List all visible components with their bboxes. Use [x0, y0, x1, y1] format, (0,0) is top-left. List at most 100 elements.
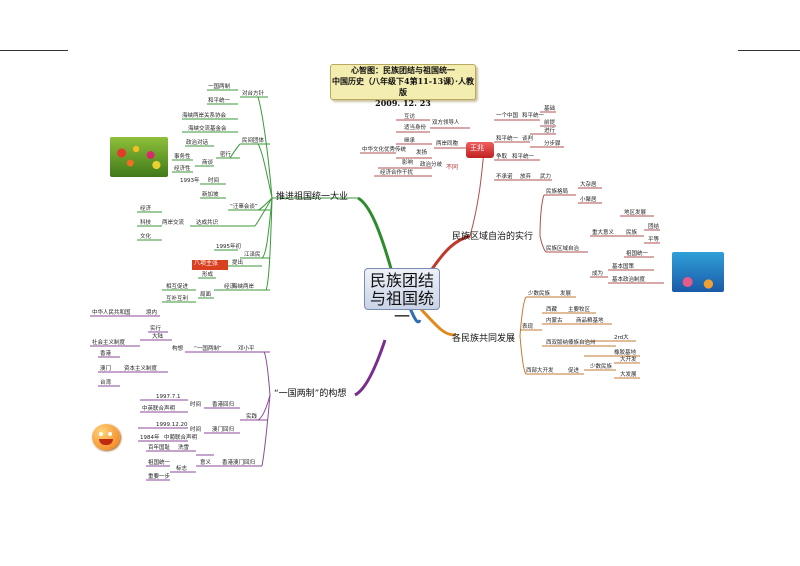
leaf-label: 大杂居	[580, 182, 597, 188]
leaf-label: 实践	[246, 414, 258, 420]
leaf-label: 江泽民	[244, 252, 261, 258]
leaf-label: 局面	[200, 292, 212, 298]
leaf-label: 密行	[220, 152, 232, 158]
leaf-label: 香港	[100, 351, 112, 357]
leaf-label: 提出	[232, 260, 244, 266]
top-right-rule	[738, 50, 800, 51]
leaf-label: 达成共识	[196, 220, 219, 226]
leaf-label: 海峡两岸	[232, 284, 255, 290]
leaf-label: 基本政治制度	[612, 277, 646, 283]
leaf-label: 和平统一	[512, 154, 535, 160]
leaf-label: 大陆	[152, 334, 164, 340]
leaf-label: 中华人民共和国	[92, 310, 131, 316]
leaf-label: 双方领导人	[432, 120, 460, 126]
leaf-label: 一国两制	[208, 84, 231, 90]
leaf-label: 民族区域自治	[546, 246, 580, 252]
leaf-label: 不同	[446, 164, 459, 171]
leaf-label: 标志	[176, 466, 188, 472]
leaf-label: 大开发	[620, 357, 637, 363]
leaf-label: 时间	[190, 402, 202, 408]
leaf-label: “一国两制”	[194, 346, 222, 352]
leaf-label: 中英联合声明	[142, 406, 176, 412]
leaf-label: 社会主义制度	[92, 340, 126, 346]
leaf-label: 王兆	[470, 144, 484, 152]
leaf-label: 和平统一	[496, 136, 519, 142]
leaf-label: 西双版纳傣族自治州	[546, 340, 596, 346]
leaf-label: 八项主张	[194, 260, 219, 267]
title-line-1: 心智图：民族团结与祖国统一	[351, 65, 455, 75]
leaf-label: 互补互利	[166, 296, 189, 302]
leaf-label: 商品粮基地	[576, 318, 604, 324]
leaf-label: 地区发展	[624, 210, 647, 216]
leaf-label: 时间	[208, 178, 220, 184]
leaf-label: 经济	[140, 206, 152, 212]
leaf-label: 基本国策	[612, 264, 635, 270]
title-box: 心智图：民族团结与祖国统一 中国历史（八年级下4第11-13课）·人教版 200…	[330, 64, 476, 108]
leaf-label: 两岸同胞	[436, 141, 459, 147]
leaf-label: 武力	[540, 174, 552, 180]
leaf-label: 澳门回归	[212, 427, 235, 433]
leaf-label: 海峡两岸关系协会	[182, 113, 227, 119]
leaf-label: 成为	[592, 271, 604, 277]
leaf-label: 中华文化	[362, 147, 385, 153]
leaf-label: 继承	[404, 138, 416, 144]
leaf-label: 时间	[190, 427, 202, 433]
leaf-label: 内蒙古	[546, 318, 563, 324]
leaf-label: 影响	[402, 160, 414, 166]
leaf-label: 西部大开发	[526, 368, 554, 374]
leaf-label: 大发展	[620, 372, 637, 378]
leaf-label: 一个中国	[496, 113, 519, 119]
leaf-label: 2rd大	[614, 335, 629, 341]
leaf-label: 少数民族	[590, 364, 613, 370]
leaf-label: 1993年	[180, 178, 200, 184]
leaf-label: 台湾	[100, 380, 112, 386]
leaf-label: 形成	[202, 272, 214, 278]
leaf-label: 意义	[200, 460, 212, 466]
leaf-label: 主要牧区	[568, 307, 591, 313]
ocean-image	[672, 252, 724, 292]
leaf-label: 西藏	[546, 307, 558, 313]
leaf-label: 新加坡	[202, 192, 219, 198]
leaf-label: 澳门	[100, 366, 112, 372]
tulip-image	[110, 137, 168, 177]
leaf-label: 表现	[522, 324, 534, 330]
wangzhao-badge	[466, 142, 494, 158]
leaf-label: 民族格局	[546, 189, 569, 195]
leaf-label: 优秀传统	[384, 147, 407, 153]
leaf-label: 不承诺	[496, 174, 513, 180]
leaf-label: 放弃	[520, 174, 532, 180]
leaf-label: 1995年初	[216, 244, 241, 250]
top-left-rule	[0, 50, 68, 51]
branch-autonomy-label: 民族区域自治的实行	[452, 232, 534, 242]
leaf-label: 1997.7.1	[156, 394, 181, 400]
leaf-label: 分步骤	[544, 141, 561, 147]
leaf-label: 基础	[544, 106, 556, 112]
leaf-label: 祖国统一	[626, 251, 649, 257]
central-topic-line-1: 民族团结	[369, 271, 434, 290]
leaf-label: 对台方针	[242, 91, 265, 97]
leaf-label: 商谈	[202, 160, 214, 166]
leaf-label: 祖国统一	[148, 460, 171, 466]
leaf-label: 和平统一	[208, 98, 231, 104]
leaf-label: 文化	[140, 234, 152, 240]
leaf-label: 政治分歧	[420, 162, 443, 168]
leaf-label: 促进	[568, 368, 580, 374]
leaf-label: 洗雪	[178, 445, 190, 451]
central-topic: 民族团结 与祖国统一	[364, 268, 440, 326]
leaf-label: 科技	[140, 220, 152, 226]
leaf-label: 进行	[544, 128, 556, 134]
leaf-label: 实行	[150, 326, 162, 332]
leaf-label: 谈判	[522, 136, 534, 142]
leaf-label: 构想	[172, 346, 184, 352]
leaf-label: 经济合作干扰	[380, 170, 414, 176]
leaf-label: 境内	[146, 310, 158, 316]
leaf-label: 政治对话	[186, 140, 209, 146]
leaf-label: 两岸交流	[162, 220, 185, 226]
leaf-label: 1999.12.20	[156, 422, 188, 428]
leaf-label: 事务性	[174, 154, 191, 160]
leaf-label: 发展	[560, 291, 572, 297]
title-line-2: 中国历史（八年级下4第11-13课）·人教版	[332, 76, 474, 97]
leaf-label: 香港澳门回归	[222, 460, 256, 466]
